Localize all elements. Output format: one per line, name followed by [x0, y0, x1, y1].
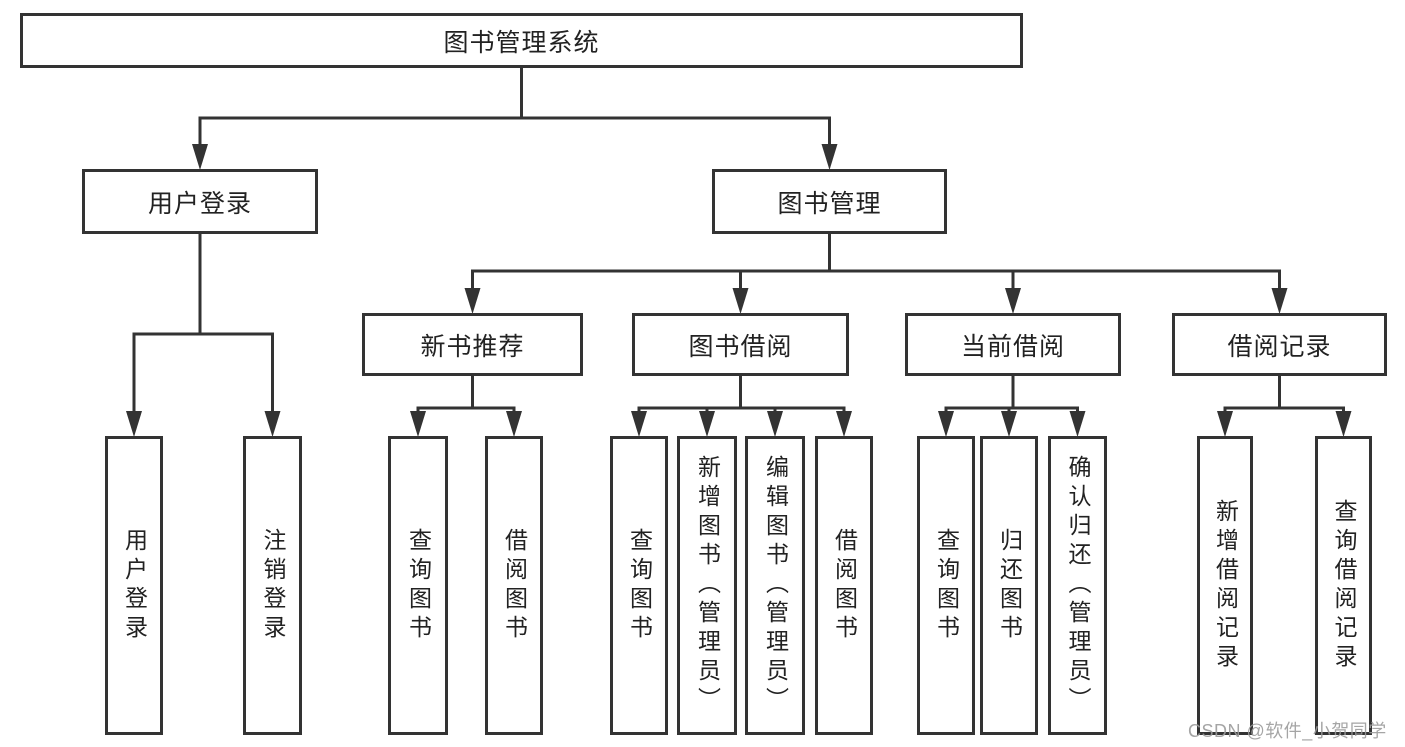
node-label-new-book-recommend: 新书推荐 [420, 332, 525, 361]
arrowhead-icon-leaf-query-book-borrow [631, 411, 647, 437]
node-box-leaf-user-login: 用户登录 [105, 436, 163, 735]
arrowhead-icon-leaf-borrow-book-recommend [506, 411, 522, 437]
node-box-book-management: 图书管理 [712, 169, 947, 234]
node-label-book-borrowing: 图书借阅 [688, 332, 793, 361]
arrowhead-icon-leaf-add-borrow-record [1217, 411, 1233, 437]
node-label-current-borrowing: 当前借阅 [960, 332, 1065, 361]
arrowhead-icon-leaf-query-book-current [938, 411, 954, 437]
node-box-leaf-borrow-book-recommend: 借阅图书 [485, 436, 543, 735]
node-box-new-book-recommend: 新书推荐 [362, 313, 583, 376]
node-label-leaf-edit-book-admin: 编辑图书（管理员） [762, 455, 789, 716]
node-label-leaf-add-book-admin: 新增图书（管理员） [694, 455, 721, 716]
node-label-root: 图书管理系统 [443, 28, 600, 57]
node-label-borrowing-records: 借阅记录 [1227, 332, 1332, 361]
node-label-leaf-return-book: 归还图书 [996, 527, 1023, 644]
node-box-book-borrowing: 图书借阅 [632, 313, 849, 376]
node-box-borrowing-records: 借阅记录 [1172, 313, 1387, 376]
node-box-current-borrowing: 当前借阅 [905, 313, 1121, 376]
arrowhead-icon-leaf-edit-book-admin [767, 411, 783, 437]
arrowhead-icon-leaf-add-book-admin [699, 411, 715, 437]
node-box-leaf-query-book-current: 查询图书 [917, 436, 975, 735]
node-box-leaf-logout: 注销登录 [243, 436, 302, 735]
arrowhead-icon-leaf-query-borrow-record [1335, 411, 1352, 437]
arrowhead-icon-new-book-recommend [464, 288, 481, 314]
node-box-leaf-query-book-recommend: 查询图书 [388, 436, 448, 735]
node-label-leaf-borrow-book-recommend: 借阅图书 [501, 527, 528, 644]
arrowhead-icon-leaf-confirm-return-admin [1069, 411, 1086, 437]
arrowhead-icon-leaf-user-login [126, 411, 142, 437]
arrowhead-icon-user-login [192, 144, 208, 170]
node-label-leaf-query-book-borrow: 查询图书 [626, 527, 653, 644]
arrowhead-icon-leaf-return-book [1001, 411, 1017, 437]
node-box-leaf-query-book-borrow: 查询图书 [610, 436, 668, 735]
csdn-watermark: CSDN @软件_小贺同学 [1188, 721, 1387, 741]
node-box-leaf-add-borrow-record: 新增借阅记录 [1197, 436, 1253, 735]
arrowhead-icon-current-borrowing [1005, 288, 1021, 314]
node-box-leaf-query-borrow-record: 查询借阅记录 [1315, 436, 1372, 735]
arrowhead-icon-borrowing-records [1271, 288, 1288, 314]
node-box-leaf-return-book: 归还图书 [980, 436, 1038, 735]
node-box-leaf-add-book-admin: 新增图书（管理员） [677, 436, 737, 735]
node-label-leaf-query-book-recommend: 查询图书 [405, 527, 432, 644]
node-label-user-login: 用户登录 [147, 189, 252, 218]
node-box-leaf-borrow-book: 借阅图书 [815, 436, 873, 735]
node-label-leaf-confirm-return-admin: 确认归还（管理员） [1065, 455, 1091, 716]
arrowhead-icon-book-borrowing [732, 288, 749, 314]
node-box-leaf-confirm-return-admin: 确认归还（管理员） [1048, 436, 1107, 735]
arrowhead-icon-book-management [821, 144, 838, 170]
node-label-leaf-borrow-book: 借阅图书 [831, 527, 858, 644]
node-label-leaf-user-login: 用户登录 [121, 527, 148, 644]
arrowhead-icon-leaf-borrow-book [836, 411, 852, 437]
node-label-leaf-query-book-current: 查询图书 [933, 527, 960, 644]
node-box-root: 图书管理系统 [20, 13, 1023, 68]
node-label-leaf-add-borrow-record: 新增借阅记录 [1212, 498, 1239, 673]
node-box-leaf-edit-book-admin: 编辑图书（管理员） [745, 436, 805, 735]
node-label-leaf-logout: 注销登录 [260, 527, 286, 644]
node-label-leaf-query-borrow-record: 查询借阅记录 [1331, 498, 1357, 673]
node-label-book-management: 图书管理 [777, 189, 882, 218]
arrowhead-icon-leaf-logout [264, 411, 281, 437]
node-box-user-login: 用户登录 [82, 169, 318, 234]
arrowhead-icon-leaf-query-book-recommend [410, 411, 426, 437]
